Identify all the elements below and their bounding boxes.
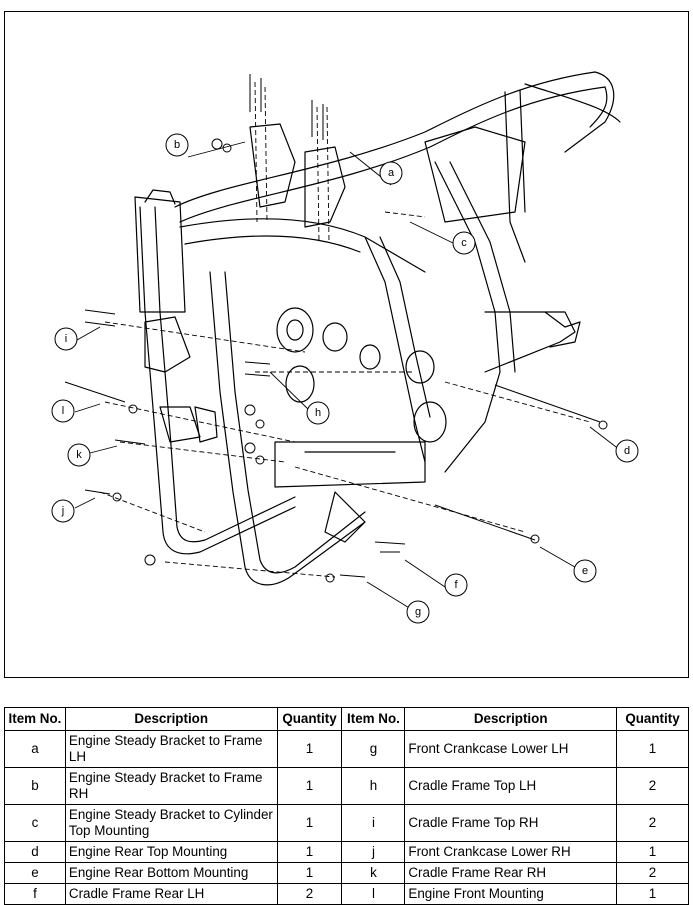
quantity: 2 [615,767,690,805]
description: Cradle Frame Top LH [404,767,617,805]
description: Engine Steady Bracket to Cylinder Top Mo… [64,804,278,842]
callout-g: g [406,600,430,624]
quantity: 1 [276,767,343,805]
svg-text:c: c [461,237,467,249]
parts-table: Item No. Description Quantity Item No. D… [4,707,690,905]
callout-b: b [165,133,189,157]
svg-text:b: b [174,139,180,151]
description: Engine Rear Top Mounting [64,841,278,863]
callout-labels: a b c d e f g h i j k l [51,133,639,624]
quantity: 2 [276,883,343,905]
quantity: 2 [615,804,690,842]
header-item-no: Item No. [341,707,406,731]
table-header-row: Item No. Description Quantity Item No. D… [4,707,690,731]
item-no: h [341,767,406,805]
quantity: 1 [276,804,343,842]
item-no: f [4,883,66,905]
table-row: d Engine Rear Top Mounting 1 j Front Cra… [4,841,690,863]
header-description: Description [64,707,278,731]
frame-exploded-diagram: a b c d e f g h i j k l [4,11,689,678]
description: Engine Front Mounting [404,883,617,905]
svg-text:k: k [76,449,82,461]
item-no: i [341,804,406,842]
callout-e: e [573,559,597,583]
callout-l: l [51,399,75,423]
item-no: l [341,883,406,905]
quantity: 1 [615,730,690,768]
svg-text:g: g [415,606,421,618]
callout-c: c [452,231,476,255]
item-no: j [341,841,406,863]
callout-k: k [67,443,91,467]
leader-lines [74,141,621,610]
item-no: k [341,862,406,884]
quantity: 2 [615,862,690,884]
callout-a: a [379,161,403,185]
description: Cradle Frame Rear LH [64,883,278,905]
table-row: f Cradle Frame Rear LH 2 l Engine Front … [4,883,690,905]
quantity: 1 [615,841,690,863]
quantity: 1 [276,730,343,768]
header-quantity: Quantity [276,707,343,731]
table-row: c Engine Steady Bracket to Cylinder Top … [4,804,690,842]
callout-h: h [306,401,330,425]
callout-d: d [615,439,639,463]
callout-i: i [54,327,78,351]
header-item-no: Item No. [4,707,66,731]
table-row: e Engine Rear Bottom Mounting 1 k Cradle… [4,862,690,884]
svg-text:a: a [388,167,395,179]
svg-text:h: h [315,407,321,419]
fasteners [64,74,608,583]
header-description: Description [404,707,617,731]
svg-text:l: l [62,405,64,417]
svg-text:f: f [454,579,458,591]
item-no: b [4,767,66,805]
table-row: b Engine Steady Bracket to Frame RH 1 h … [4,767,690,805]
quantity: 1 [276,862,343,884]
frame-lines [134,71,621,586]
svg-text:d: d [624,445,630,457]
description: Front Crankcase Lower RH [404,841,617,863]
item-no: g [341,730,406,768]
table-row: a Engine Steady Bracket to Frame LH 1 g … [4,730,690,768]
description: Engine Rear Bottom Mounting [64,862,278,884]
callout-f: f [444,573,468,597]
callout-j: j [51,499,75,523]
frame-drawing: a b c d e f g h i j k l [51,71,639,624]
description: Cradle Frame Top RH [404,804,617,842]
description: Cradle Frame Rear RH [404,862,617,884]
svg-text:j: j [61,505,64,517]
header-quantity: Quantity [615,707,690,731]
svg-text:e: e [582,565,588,577]
item-no: a [4,730,66,768]
description: Engine Steady Bracket to Frame LH [64,730,278,768]
description: Engine Steady Bracket to Frame RH [64,767,278,805]
item-no: e [4,862,66,884]
quantity: 1 [615,883,690,905]
description: Front Crankcase Lower LH [404,730,617,768]
item-no: c [4,804,66,842]
quantity: 1 [276,841,343,863]
svg-text:i: i [65,333,67,345]
item-no: d [4,841,66,863]
